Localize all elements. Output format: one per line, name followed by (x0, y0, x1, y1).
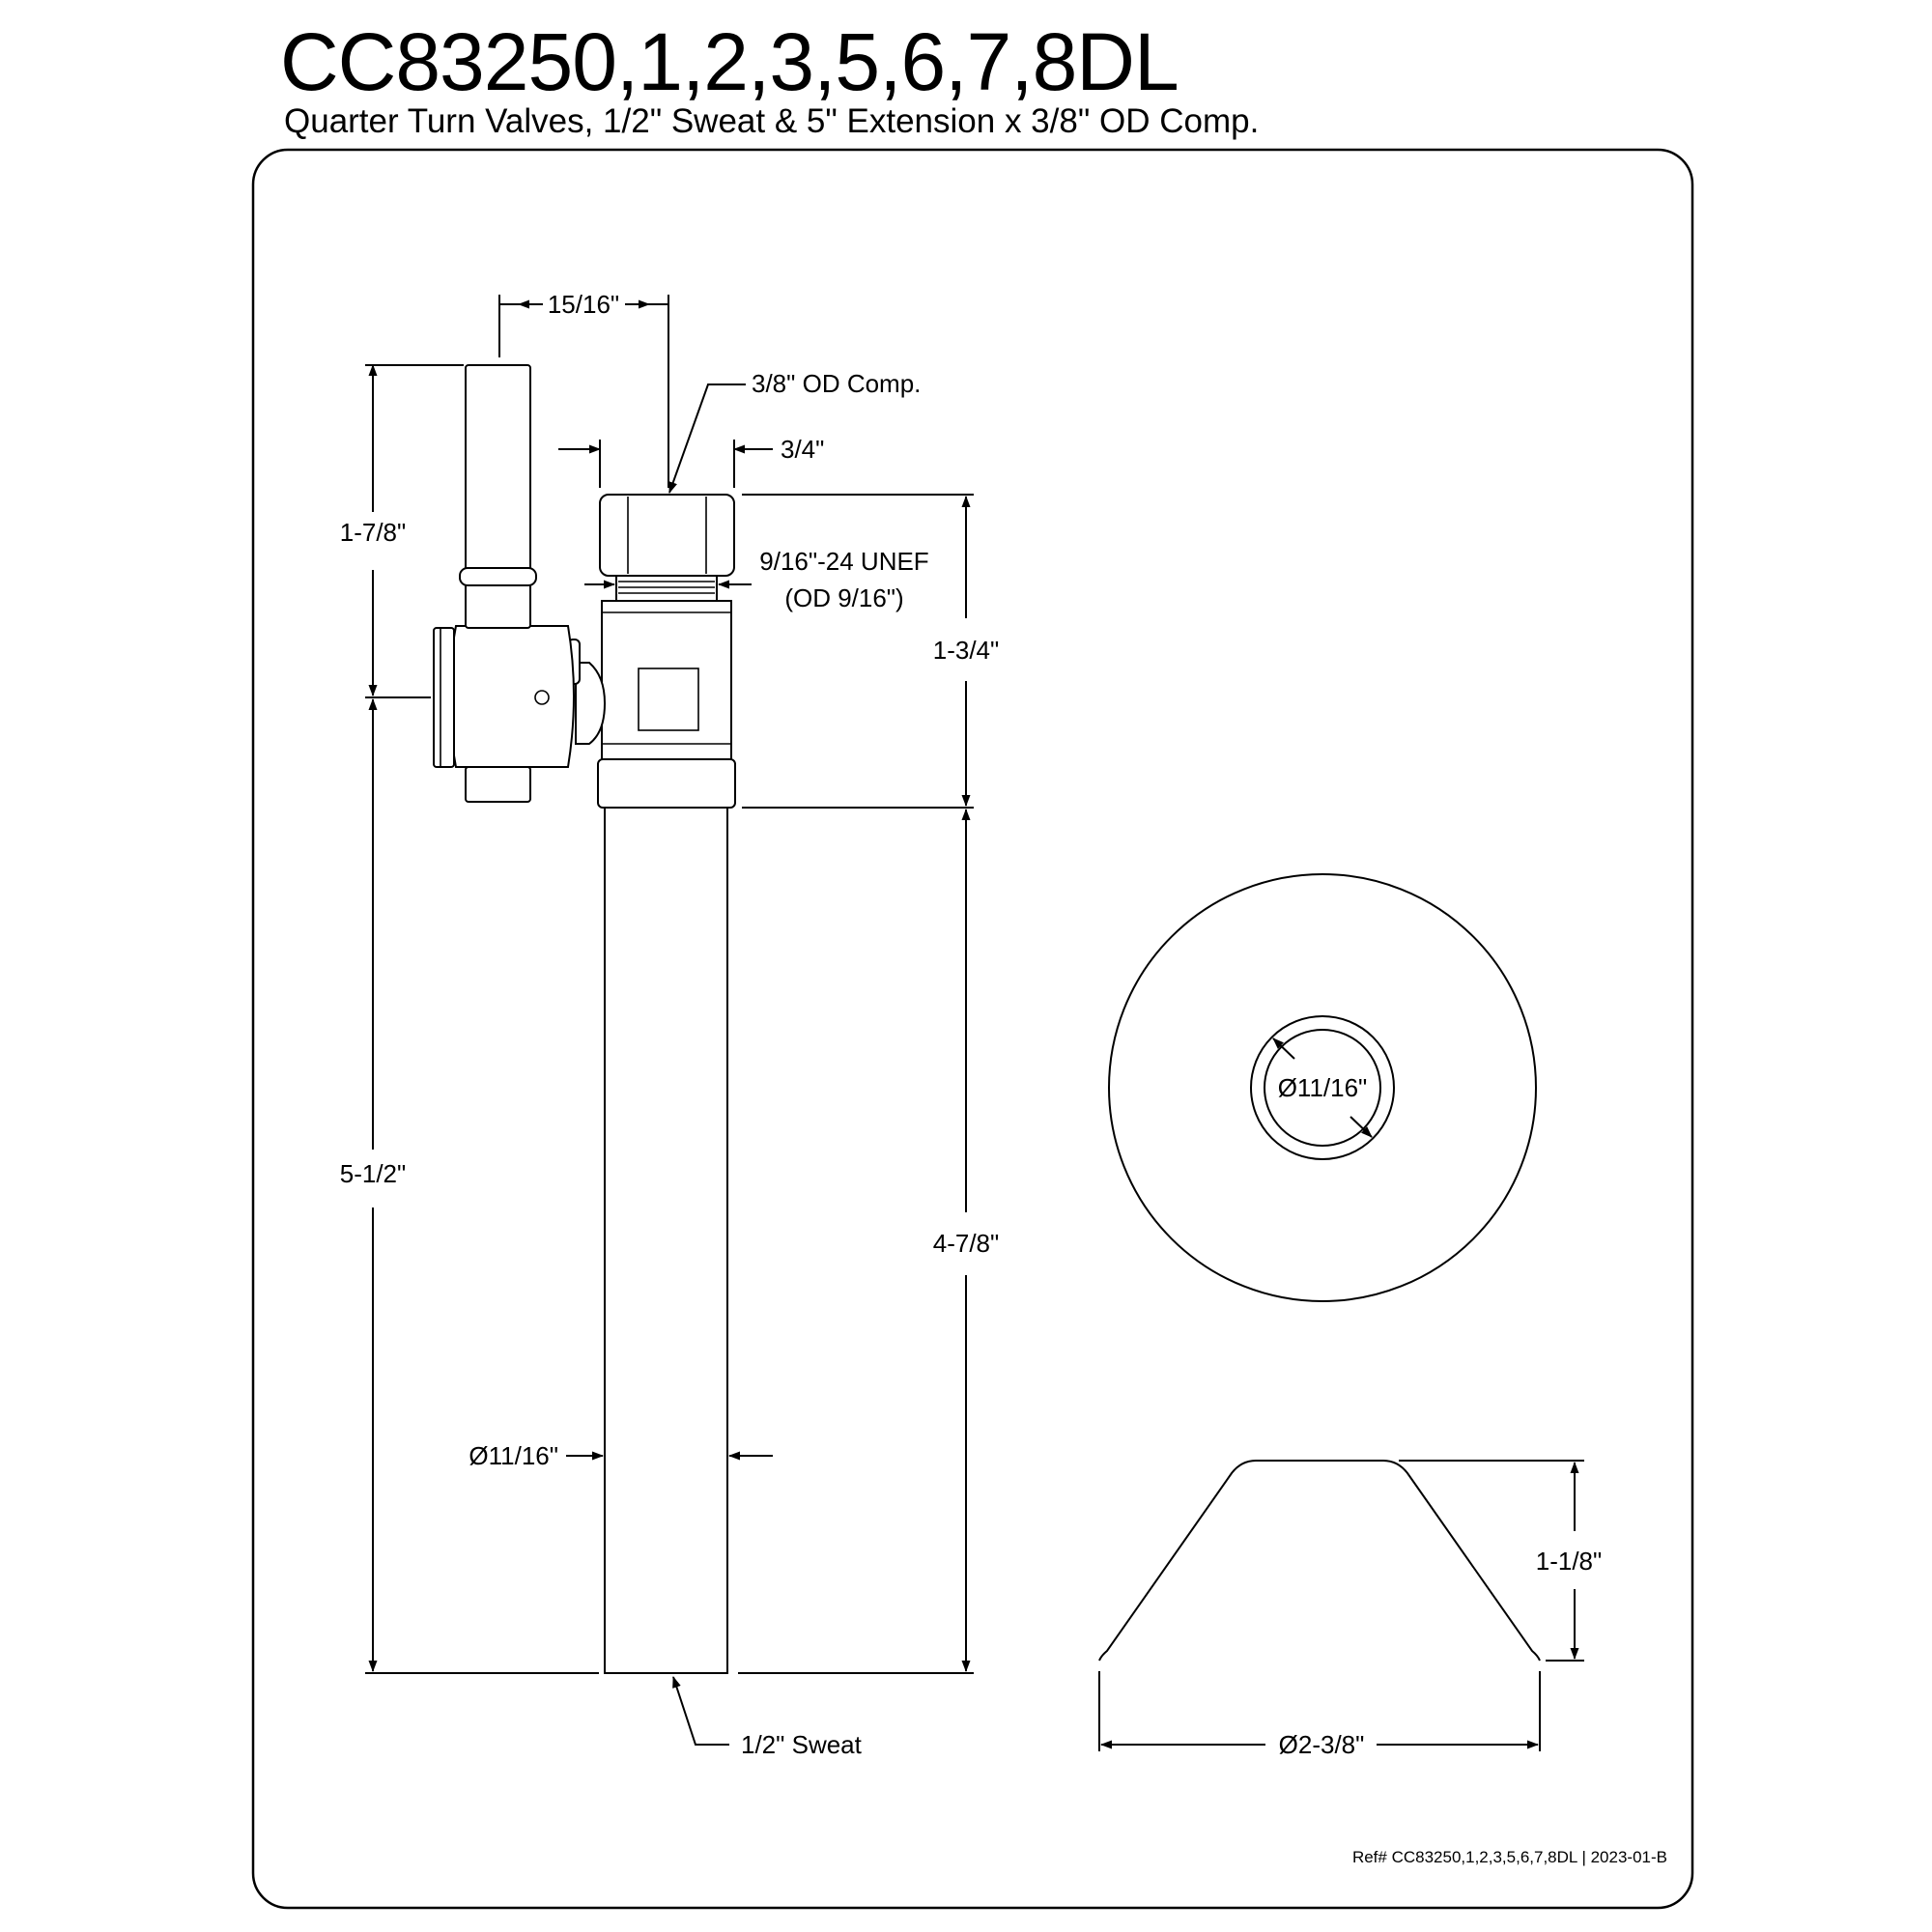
dimension-extension-length: 4-7/8" (738, 809, 1000, 1674)
drawing-frame (251, 148, 1694, 1910)
leader-inlet: 1/2" Sweat (672, 1676, 863, 1759)
flange-top-view: Ø11/16" (1108, 873, 1537, 1302)
extension-tube (604, 807, 728, 1674)
valve-body-flat (638, 668, 699, 731)
label-inlet: 1/2" Sweat (741, 1730, 863, 1759)
label-tube-diameter: Ø11/16" (469, 1441, 558, 1470)
flange-hole-inner (1264, 1029, 1381, 1147)
leader-outlet: 3/8" OD Comp. (668, 369, 921, 494)
valve-side-view (433, 364, 736, 1674)
label-top-width: 15/16" (548, 290, 619, 319)
label-handle-height: 1-7/8" (340, 518, 407, 547)
flange-profile (1098, 1460, 1541, 1662)
label-outlet: 3/8" OD Comp. (752, 369, 921, 398)
thread-callout: 9/16"-24 UNEF (OD 9/16") (584, 547, 929, 612)
dimension-top-width: 15/16" (498, 290, 669, 488)
label-thread: 9/16"-24 UNEF (759, 547, 928, 576)
handle-lever (465, 364, 531, 629)
compression-nut (599, 494, 735, 577)
label-flange-hole-diameter: Ø11/16" (1278, 1073, 1368, 1102)
flange-hole-outer (1250, 1015, 1395, 1160)
handle-grip-ring (459, 567, 537, 586)
handle-body (448, 625, 575, 768)
thread-section (615, 575, 718, 602)
dimension-tube-diameter: Ø11/16" (469, 1441, 773, 1470)
dimension-flange-diameter: Ø2-3/8" (1098, 1671, 1541, 1759)
handle-end-cap (433, 627, 455, 768)
dimension-nut-width: 3/4" (558, 435, 824, 488)
flange-side-view (1098, 1460, 1541, 1662)
label-nut-width: 3/4" (781, 435, 824, 464)
dimension-body-height: 1-3/4" (742, 494, 1000, 809)
dimension-flange-height: 1-1/8" (1399, 1460, 1603, 1662)
flange-outer-circle (1108, 873, 1537, 1302)
label-body-height: 1-3/4" (933, 636, 1000, 665)
sweat-collar (597, 758, 736, 809)
label-overall-length: 5-1/2" (340, 1159, 407, 1188)
label-thread-od: (OD 9/16") (784, 583, 903, 612)
handle-screw-hole (534, 690, 550, 705)
label-flange-height: 1-1/8" (1536, 1547, 1603, 1576)
stem-connector (575, 662, 607, 745)
dimension-overall-length: 5-1/2" (340, 696, 599, 1674)
label-flange-diameter: Ø2-3/8" (1279, 1730, 1365, 1759)
handle-tail (465, 766, 531, 803)
dimension-handle-height: 1-7/8" (340, 364, 464, 696)
reference-number: Ref# CC83250,1,2,3,5,6,7,8DL | 2023-01-B (1352, 1848, 1667, 1866)
sheet-title: CC83250,1,2,3,5,6,7,8DL (280, 16, 1179, 107)
sheet-subtitle: Quarter Turn Valves, 1/2" Sweat & 5" Ext… (284, 102, 1260, 140)
label-extension-length: 4-7/8" (933, 1229, 1000, 1258)
valve-body (601, 600, 732, 760)
